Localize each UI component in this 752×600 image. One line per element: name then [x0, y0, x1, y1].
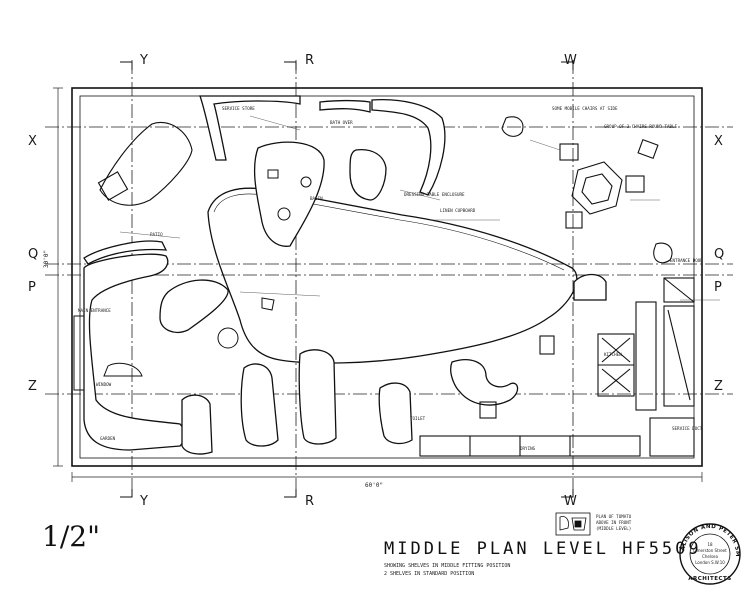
axis-label-x-right: X	[714, 134, 723, 149]
annotation-leaders	[119, 115, 720, 301]
grid-axis-markers	[120, 61, 574, 498]
note-patio: PATIO	[150, 232, 163, 237]
drawing-title: MIDDLE PLAN LEVEL HF5509	[384, 539, 702, 559]
key-note-1: PLAN OF TOMATO	[596, 514, 632, 519]
note-drying: DRYING	[520, 446, 536, 451]
kitchen-units	[419, 277, 695, 457]
axis-label-z-left: Z	[28, 379, 37, 394]
axis-label-z-right: Z	[714, 379, 723, 394]
key-plan-thumbnail	[555, 512, 591, 536]
axis-label-q-right: Q	[714, 247, 724, 262]
dimension-lines	[53, 87, 703, 482]
drawing-subnote-1: SHOWING SHELVES IN MIDDLE FITTING POSITI…	[384, 563, 511, 569]
seal-bottom-text: ARCHITECTS	[688, 576, 731, 582]
note-mobile-chairs: SOME MOBILE CHAIRS AT SIDE	[552, 106, 618, 111]
axis-label-r-top: R	[305, 53, 314, 68]
axis-label-w-top: W	[564, 53, 577, 68]
axis-label-x-left: X	[28, 134, 37, 149]
depth-dimension: 30'0"	[43, 250, 50, 268]
note-service-duct: SERVICE DUCT	[672, 426, 703, 431]
note-bath-over: BATH OVER	[330, 120, 353, 125]
seal-address-3: Chelsea	[702, 554, 718, 559]
hexagon-table	[501, 116, 673, 264]
axis-label-p-left: P	[28, 280, 36, 295]
note-main-entrance: MAIN ENTRANCE	[78, 308, 111, 313]
axis-label-w-bottom: W	[564, 494, 577, 509]
note-chairs-round-table: GROUP OF 3 CHAIRS ROUND TABLE	[604, 124, 678, 129]
note-entrance-door: ENTRANCE DOOR	[670, 258, 703, 263]
note-kitchen: KITCHEN	[604, 352, 622, 357]
seal-address-4: London S.W.10	[695, 560, 725, 565]
note-linen-cupboard: LINEN CUPBOARD	[440, 208, 476, 213]
note-dressing-table: DRESSING TABLE ENCLOSURE	[404, 192, 465, 197]
outer-walls	[71, 87, 703, 467]
axis-label-p-right: P	[714, 280, 722, 295]
key-note-2: ABOVE IN FRONT	[596, 520, 632, 525]
seal-address-1: 18	[707, 542, 713, 547]
note-garden: GARDEN	[100, 436, 116, 441]
left-fittings	[73, 169, 312, 391]
drawing-scale: 1/2"	[42, 520, 100, 553]
axis-label-y-bottom: Y	[139, 494, 148, 509]
axis-label-r-bottom: R	[305, 494, 314, 509]
upper-left-table	[97, 122, 193, 206]
width-dimension: 60'0"	[365, 482, 383, 489]
free-form-walls	[83, 95, 607, 455]
seal-address-2: Limerston Street	[693, 548, 727, 553]
note-window: WINDOW	[96, 382, 112, 387]
note-toilet: TOILET	[410, 416, 426, 421]
axis-label-q-left: Q	[28, 247, 38, 262]
note-service-store: SERVICE STORE	[222, 106, 255, 111]
key-note-3: (MIDDLE LEVEL)	[596, 526, 631, 531]
central-platform	[207, 187, 578, 364]
note-basin: BASIN	[310, 196, 323, 201]
drawing-subnote-2: 2 SHELVES IN STANDARD POSITION	[384, 571, 475, 577]
axis-label-y-top: Y	[139, 53, 148, 68]
